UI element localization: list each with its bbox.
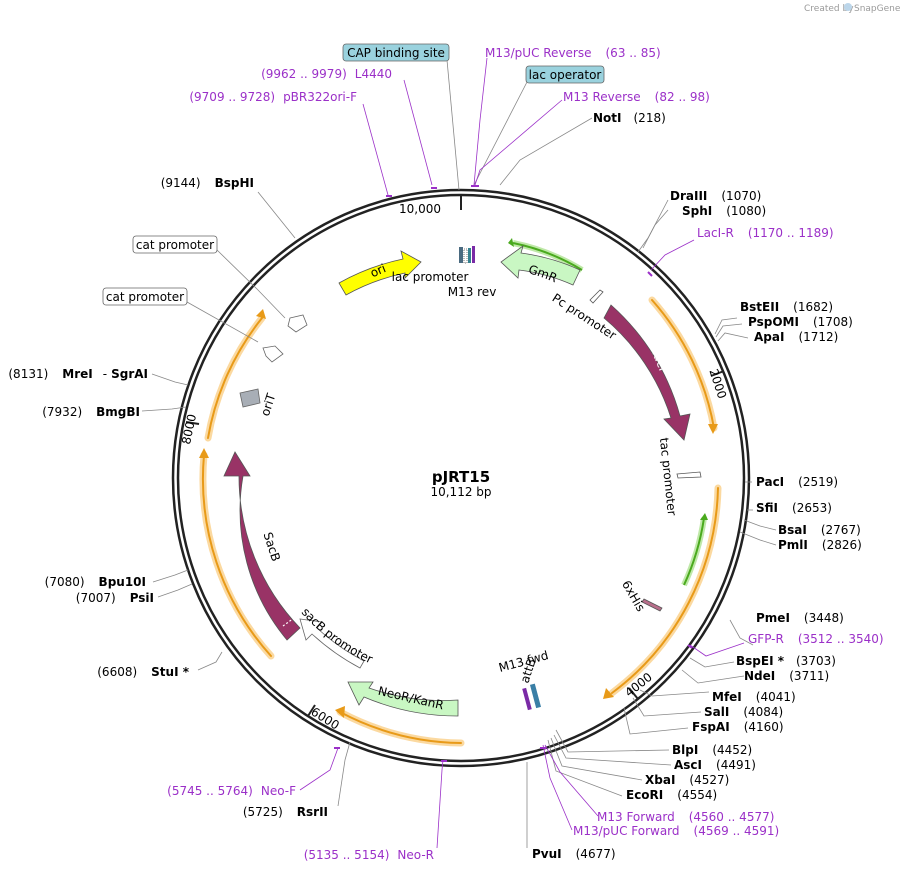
primer-laci-r: LacI-R(1170 .. 1189)	[697, 226, 834, 240]
site-draiii: DraIII(1070)	[670, 189, 761, 203]
feature-ori-label: ori	[368, 261, 388, 280]
cat-promoter-2-label: cat promoter	[106, 290, 184, 304]
primer-marks	[334, 185, 693, 762]
site-stui: (6608)StuI *	[97, 665, 189, 679]
watermark-brand: SnapGene	[854, 4, 901, 14]
site-xbai: XbaI(4527)	[645, 773, 729, 787]
site-sphi: SphI(1080)	[682, 204, 766, 218]
primer-neo-f: (5745 .. 5764)Neo-F	[167, 784, 296, 798]
tick-marks	[185, 196, 725, 717]
site-psii: (7007)PsiI	[76, 591, 154, 605]
site-fspai: FspAI(4160)	[692, 720, 784, 734]
boxed-label-cat-1: cat promoter	[132, 235, 218, 254]
primer-m13-reverse: M13 Reverse(82 .. 98)	[563, 90, 710, 104]
site-paci: PacI(2519)	[756, 475, 838, 489]
site-noti: NotI(218)	[593, 111, 666, 125]
green-orf-arcs	[508, 238, 708, 587]
leader-lines	[141, 57, 777, 849]
site-asci: AscI(4491)	[674, 758, 756, 772]
site-pmli: PmlI(2826)	[778, 538, 862, 552]
his-tag: 6xHis	[619, 578, 663, 614]
feature-laci: lacI	[603, 304, 691, 441]
lac-promoter-label: lac promoter	[392, 270, 469, 284]
watermark-text: Created by	[804, 4, 854, 14]
orit-label: oriT	[258, 391, 279, 418]
primer-m13-forward: M13 Forward(4560 .. 4577)	[597, 810, 774, 824]
tac-promoter: tac promoter	[657, 437, 702, 516]
primer-m13puc-forward: M13/pUC Forward(4569 .. 4591)	[573, 824, 779, 838]
his-tag-label: 6xHis	[619, 578, 648, 614]
primer-m13puc-reverse: M13/pUC Reverse(63 .. 85)	[485, 46, 661, 60]
site-labels-left: (5725)RsrII (6608)StuI * (7007)PsiI (708…	[8, 176, 328, 819]
site-bpu10i: (7080)Bpu10I	[45, 575, 146, 589]
primer-pbr322ori-f: (9709 .. 9728)pBR322ori-F	[189, 90, 357, 104]
site-blpi: BlpI(4452)	[672, 743, 752, 757]
primer-gfp-r: GFP-R(3512 .. 3540)	[748, 632, 884, 646]
site-pmei: PmeI(3448)	[756, 611, 844, 625]
site-bmgbi: (7932)BmgBI	[42, 405, 140, 419]
backbone	[171, 188, 751, 768]
tick-label-2000: 2000	[706, 367, 729, 400]
feature-neor: NeoR/KanR	[347, 681, 459, 717]
m13-rev-label: M13 rev	[448, 285, 497, 299]
primer-labels: M13/pUC Reverse(63 .. 85) M13 Reverse(82…	[167, 46, 883, 862]
site-sfii: SfiI(2653)	[756, 501, 832, 515]
lac-operator-label: lac operator	[529, 68, 602, 82]
site-bsphi: (9144)BspHI	[161, 176, 254, 190]
svg-text:ori: ori	[368, 261, 388, 280]
lac-cluster: lac promoter M13 rev	[392, 246, 497, 299]
feature-ori: ori	[338, 250, 422, 296]
tick-label-6000: 6000	[308, 705, 341, 733]
boxed-label-lac-operator: lac operator	[525, 65, 605, 84]
site-apai: ApaI(1712)	[754, 330, 838, 344]
primer-neo-r: (5135 .. 5154)Neo-R	[304, 848, 434, 862]
orit-feature: oriT	[239, 388, 279, 418]
cat-promoter-1-label: cat promoter	[136, 238, 214, 252]
site-bsai: BsaI(2767)	[778, 523, 861, 537]
plasmid-length: 10,112 bp	[430, 485, 491, 499]
tac-promoter-label: tac promoter	[657, 437, 679, 516]
site-labels-right: NotI(218) DraIII(1070) SphI(1080) BstEII…	[532, 111, 862, 861]
snapgene-logo-icon	[844, 3, 852, 11]
tick-label-10000: 10,000	[399, 202, 441, 216]
plasmid-name: pJRT15	[432, 468, 490, 486]
cap-binding-site-label: CAP binding site	[347, 46, 445, 60]
watermark: Created by SnapGene	[804, 3, 901, 14]
cat-promoter-arrows	[262, 314, 308, 363]
site-sali: SalI(4084)	[704, 705, 783, 719]
site-rsrii: (5725)RsrII	[243, 805, 328, 819]
site-bspei: BspEI *(3703)	[736, 654, 836, 668]
tick-label-8000: 8000	[179, 413, 199, 446]
sacb-promoter-arrow: sacB promoter	[299, 605, 375, 669]
m13fwd-attb: M13 fwd attB	[497, 648, 550, 711]
site-pvui: PvuI(4677)	[532, 847, 616, 861]
site-ndei: NdeI(3711)	[744, 669, 829, 683]
boxed-label-cap: CAP binding site	[342, 43, 450, 62]
site-mfei: MfeI(4041)	[712, 690, 796, 704]
site-mrei-sgrai: (8131)MreI-SgrAI	[8, 367, 148, 381]
boxed-label-cat-2: cat promoter	[102, 287, 188, 306]
site-pspomi: PspOMI(1708)	[748, 315, 853, 329]
site-bsteii: BstEII(1682)	[740, 300, 833, 314]
primer-l4440: (9962 .. 9979)L4440	[261, 67, 392, 81]
feature-sacb-label: SacB	[261, 530, 284, 563]
site-ecori: EcoRI(4554)	[626, 788, 717, 802]
orf-arcs	[199, 296, 722, 747]
